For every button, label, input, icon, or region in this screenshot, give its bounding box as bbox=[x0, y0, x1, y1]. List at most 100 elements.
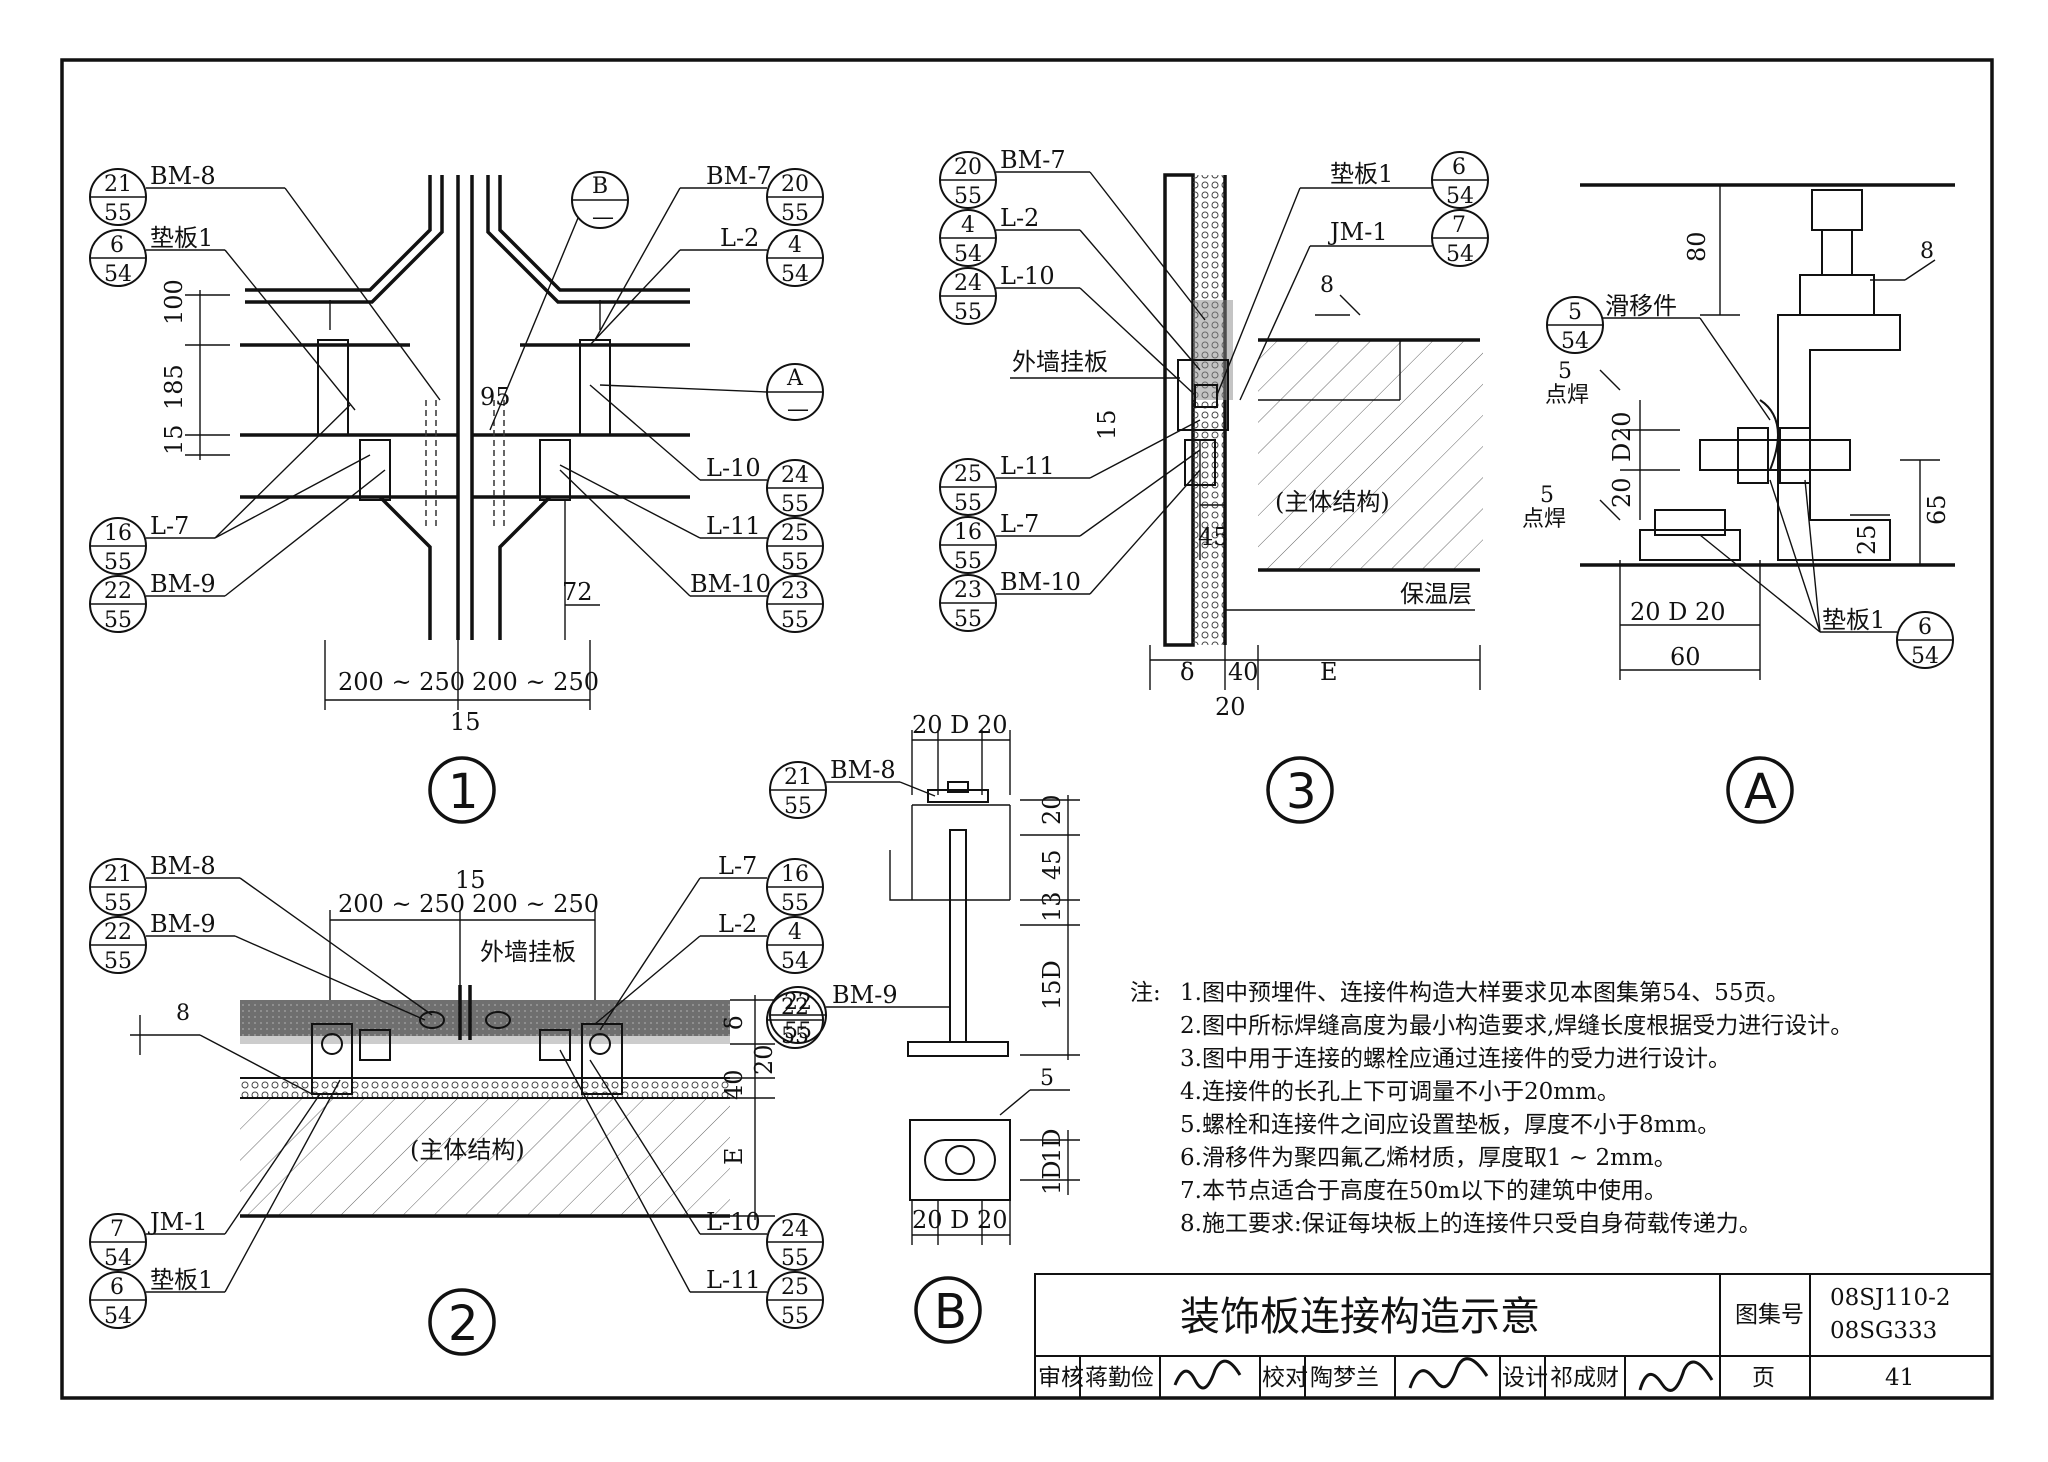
svg-text:22: 22 bbox=[104, 579, 132, 604]
callout-20-55-v1: 20 55 bbox=[594, 168, 824, 341]
label-l10-v3: L-10 bbox=[1000, 262, 1055, 290]
atlas-number-1: 08SJ110-2 bbox=[1830, 1285, 1951, 1311]
label-slide: 滑移件 bbox=[1605, 292, 1677, 320]
note-6: 6.滑移件为聚四氟乙烯材质，厚度取1 ~ 2mm。 bbox=[1180, 1145, 1677, 1171]
notes-head: 注: bbox=[1130, 980, 1161, 1006]
dim-200-250-left: 200 ~ 250 bbox=[338, 668, 465, 696]
label-l2-v1: L-2 bbox=[720, 224, 759, 252]
note-3: 3.图中用于连接的螺栓应通过连接件的受力进行设计。 bbox=[1180, 1046, 1731, 1072]
page-label: 页 bbox=[1752, 1365, 1775, 1391]
dim-20-b: 20 bbox=[1038, 794, 1066, 825]
reviewer-name: 蒋勤俭 bbox=[1085, 1365, 1154, 1391]
view-a-drawing bbox=[1580, 183, 1955, 680]
spot-weld-2: 点焊 bbox=[1522, 507, 1566, 532]
view-1-marker: ① 1 bbox=[428, 756, 496, 824]
label-pad1-a: 垫板1 bbox=[1822, 606, 1885, 634]
callout-23-55-v3: 23 55 bbox=[939, 469, 1201, 632]
svg-text:A: A bbox=[786, 366, 804, 391]
label-bm7-v3: BM-7 bbox=[1000, 146, 1066, 174]
dim-25: 25 bbox=[1853, 524, 1881, 555]
dim-delta-v3: δ bbox=[1180, 658, 1194, 686]
svg-text:54: 54 bbox=[104, 262, 132, 287]
svg-text:A: A bbox=[1744, 764, 1777, 820]
dim-20-a-1: 20 bbox=[1608, 411, 1636, 442]
view-b-marker: B bbox=[914, 1276, 982, 1344]
svg-text:55: 55 bbox=[781, 608, 809, 633]
callout-4-54-v1: 4 54 bbox=[589, 229, 824, 346]
callout-23-55-v1: 23 55 bbox=[559, 469, 824, 633]
svg-text:5: 5 bbox=[1568, 300, 1582, 325]
svg-text:16: 16 bbox=[104, 521, 132, 546]
dim-15-v2: 15 bbox=[455, 866, 486, 894]
view-2-marker: 2 bbox=[428, 1288, 496, 1356]
svg-text:21: 21 bbox=[784, 765, 812, 790]
label-bm8-v1: BM-8 bbox=[150, 162, 216, 190]
label-bm10-v1: BM-10 bbox=[690, 570, 771, 598]
sheet-border bbox=[60, 58, 1994, 1400]
dim-45-b: 45 bbox=[1038, 849, 1066, 880]
checker-name: 陶梦兰 bbox=[1310, 1365, 1379, 1391]
svg-text:1: 1 bbox=[448, 764, 479, 820]
callout-16-55-v3: 16 55 bbox=[939, 449, 1201, 574]
callout-4-54-v3: 4 54 bbox=[939, 209, 1201, 371]
dim-20-a-2: 20 bbox=[1608, 477, 1636, 508]
callout-16-55-v2: 16 55 bbox=[599, 858, 824, 1031]
page-number: 41 bbox=[1885, 1365, 1914, 1391]
dim-200-250-v2-left: 200 ~ 250 bbox=[338, 890, 465, 918]
callout-b-ref: B — bbox=[489, 171, 629, 431]
check-label: 校对 bbox=[1262, 1365, 1308, 1391]
svg-text:54: 54 bbox=[781, 262, 809, 287]
svg-text:24: 24 bbox=[954, 271, 982, 296]
svg-text:—: — bbox=[787, 397, 809, 422]
dim-20D20-a: 20 D 20 bbox=[1630, 598, 1726, 626]
label-l2-v2: L-2 bbox=[718, 910, 757, 938]
view-b-drawing bbox=[889, 730, 1080, 1245]
dim-40-v3: 40 bbox=[1228, 658, 1259, 686]
label-insulation: 保温层 bbox=[1400, 580, 1472, 608]
svg-text:6: 6 bbox=[1918, 615, 1932, 640]
dim-delta-v2: δ bbox=[720, 1016, 748, 1030]
callout-24-55-v2: 24 55 bbox=[589, 1059, 824, 1271]
label-bm7-v1: BM-7 bbox=[706, 162, 772, 190]
svg-text:23: 23 bbox=[781, 579, 809, 604]
dim-15-v1: 15 bbox=[160, 424, 188, 455]
svg-text:20: 20 bbox=[954, 155, 982, 180]
dim-185: 185 bbox=[160, 364, 188, 410]
dim-1D-b-1: 1D bbox=[1038, 1128, 1066, 1163]
svg-text:B: B bbox=[934, 1284, 967, 1340]
svg-text:16: 16 bbox=[781, 862, 809, 887]
svg-text:6: 6 bbox=[110, 233, 124, 258]
svg-text:55: 55 bbox=[784, 794, 812, 819]
dim-200-250-v2-right: 200 ~ 250 bbox=[472, 890, 599, 918]
note-8: 8.施工要求:保证每块板上的连接件只受自身荷载传递力。 bbox=[1180, 1211, 1762, 1237]
svg-text:24: 24 bbox=[781, 1217, 809, 1242]
callout-21-55-v2: 21 55 bbox=[89, 858, 433, 1016]
svg-text:55: 55 bbox=[781, 201, 809, 226]
callout-4-54-v2: 4 54 bbox=[594, 916, 824, 1025]
label-bm8-b: BM-8 bbox=[830, 756, 896, 784]
dim-45-v3: 45 bbox=[1198, 523, 1229, 551]
notes-block: 注: 1.图中预埋件、连接件构造大样要求见本图集第54、55页。 2.图中所标焊… bbox=[1130, 980, 1853, 1237]
callout-25-55-v1: 25 55 bbox=[559, 464, 824, 575]
callout-7-54-v2: 7 54 bbox=[89, 1093, 321, 1271]
svg-text:22: 22 bbox=[784, 990, 812, 1015]
svg-text:54: 54 bbox=[104, 1246, 132, 1271]
svg-text:16: 16 bbox=[954, 520, 982, 545]
view-a-marker: A bbox=[1726, 756, 1794, 824]
svg-text:55: 55 bbox=[784, 1019, 812, 1044]
label-jm1-v2: JM-1 bbox=[147, 1208, 208, 1236]
dim-20-v2: 20 bbox=[750, 1044, 778, 1075]
label-l10-v1: L-10 bbox=[706, 454, 761, 482]
dim-65: 65 bbox=[1923, 494, 1951, 525]
svg-text:54: 54 bbox=[781, 949, 809, 974]
callout-22-55-v2b: 22 55 bbox=[766, 991, 824, 1049]
view-3-marker: 3 bbox=[1266, 756, 1334, 824]
svg-text:23: 23 bbox=[954, 578, 982, 603]
weld-8-a: 8 bbox=[1920, 239, 1934, 264]
svg-text:54: 54 bbox=[1911, 644, 1939, 669]
callout-6-54-a: 6 54 bbox=[1699, 479, 1954, 669]
dim-40-v2: 40 bbox=[720, 1069, 748, 1100]
label-l7-v1: L-7 bbox=[150, 512, 189, 540]
svg-text:21: 21 bbox=[104, 862, 132, 887]
